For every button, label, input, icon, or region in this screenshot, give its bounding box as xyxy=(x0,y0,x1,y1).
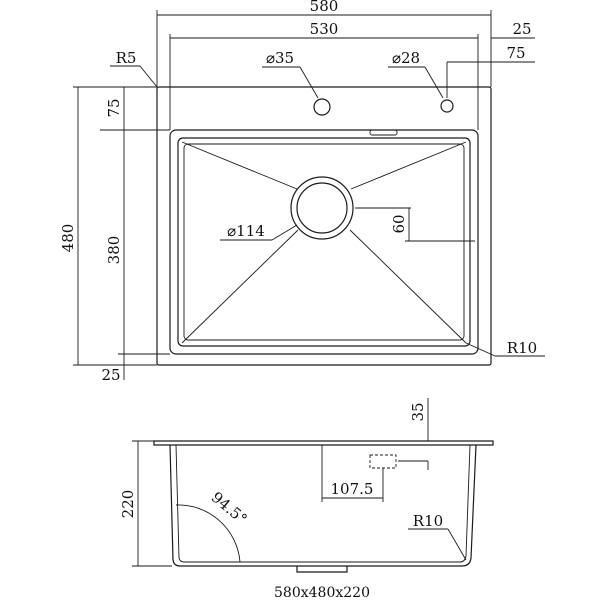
slope-line-tl xyxy=(181,141,298,190)
hole-right-leader xyxy=(424,66,444,99)
drain-outer xyxy=(290,176,354,240)
side-view: 35 220 107.5 94.5° R10 580x480x220 xyxy=(119,398,494,600)
overflow-slot xyxy=(369,129,398,136)
drain-stub xyxy=(296,566,348,573)
sink-body-outline xyxy=(169,444,477,567)
dim-r10-leader xyxy=(465,342,496,357)
sink-outer-outline xyxy=(156,86,492,366)
angle-arc xyxy=(175,504,241,563)
dim-480-label: 480 xyxy=(59,224,77,253)
tap-hole-left xyxy=(313,98,331,116)
drain-inner xyxy=(296,182,348,234)
dim-25b-label: 25 xyxy=(101,366,120,384)
drain-label-leader xyxy=(271,224,298,241)
dim-220-label: 220 xyxy=(119,490,137,519)
bowl-outline-inner xyxy=(177,137,471,347)
dim-25r-label: 25 xyxy=(512,20,531,38)
slope-line-br xyxy=(349,229,467,344)
dim-60-label: 60 xyxy=(390,214,408,233)
dim-r5-leader xyxy=(139,65,158,88)
dim-107-label: 107.5 xyxy=(331,480,374,498)
dim-35-label: 35 xyxy=(409,402,427,421)
dim-r10-label: R10 xyxy=(507,339,537,357)
slope-line-bl xyxy=(181,229,299,344)
hole-left-label: ⌀35 xyxy=(266,49,294,67)
dim-75l-label: 75 xyxy=(105,98,123,117)
dim-75t-label: 75 xyxy=(506,44,525,62)
sink-flange xyxy=(153,440,494,446)
top-view: 580 530 25 75 R5 ⌀35 ⌀28 480 75 xyxy=(59,0,545,384)
angle-label: 94.5° xyxy=(208,488,251,528)
dim-r10b-leader xyxy=(447,528,467,561)
hole-right-label: ⌀28 xyxy=(392,49,420,67)
hole-left-leader xyxy=(299,66,319,99)
tap-hole-right xyxy=(440,99,454,113)
dim-580-label: 580 xyxy=(310,0,339,15)
dim-380-label: 380 xyxy=(105,236,123,265)
drain-label: ⌀114 xyxy=(227,222,265,240)
bowl-bottom-outline xyxy=(183,143,465,341)
caption: 580x480x220 xyxy=(274,585,370,600)
overflow-box xyxy=(369,454,397,469)
dim-530-label: 530 xyxy=(310,20,339,38)
dim-r10b-label: R10 xyxy=(413,512,443,530)
slope-line-tr xyxy=(350,141,467,190)
dim-r5-label: R5 xyxy=(116,49,137,67)
bowl-outline-outer xyxy=(169,129,479,355)
